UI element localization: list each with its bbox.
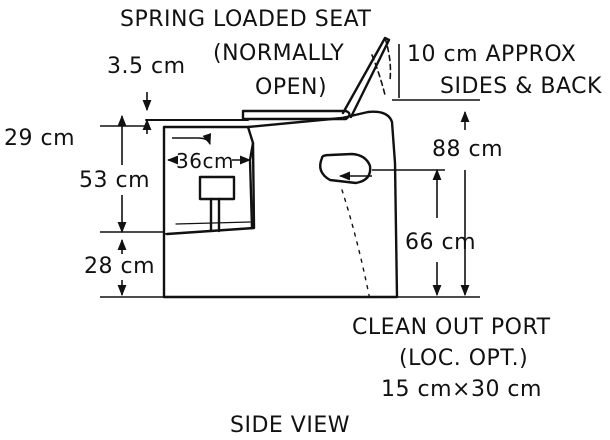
clean-out-port [319,152,372,185]
seat-lid [341,36,391,119]
dimension-29-cm: 29 cm [4,126,76,151]
dimension-88-cm: 88 cm [432,137,504,162]
clean-out-port-label-line2: (LOC. OPT.) [399,346,529,371]
view-title: SIDE VIEW [230,413,350,438]
dimension-53-cm: 53 cm [79,168,151,193]
lid-swing [371,54,386,96]
dimension-28-cm: 28 cm [84,254,156,279]
port-curve [341,189,371,301]
dimension-10-cm-line1: 10 cm APPROX [407,42,577,67]
dimension-10-cm-line2: SIDES & BACK [440,74,602,99]
clean-out-port-size: 15 cm×30 cm [381,377,542,402]
spring-seat-label-line3: OPEN) [255,75,328,100]
pedal-post [209,197,221,233]
pedal [198,175,236,201]
dimension-36-cm: 36cm [176,149,234,173]
dimension-66-cm: 66 cm [405,230,477,255]
seat [241,109,351,121]
cabinet-front-outline [162,110,399,299]
spring-seat-label-line1: SPRING LOADED SEAT [120,7,372,32]
spring-seat-label-line2: (NORMALLY [213,41,345,66]
clean-out-port-label-line1: CLEAN OUT PORT [352,315,551,340]
dimension-3-5-cm: 3.5 cm [107,54,186,79]
